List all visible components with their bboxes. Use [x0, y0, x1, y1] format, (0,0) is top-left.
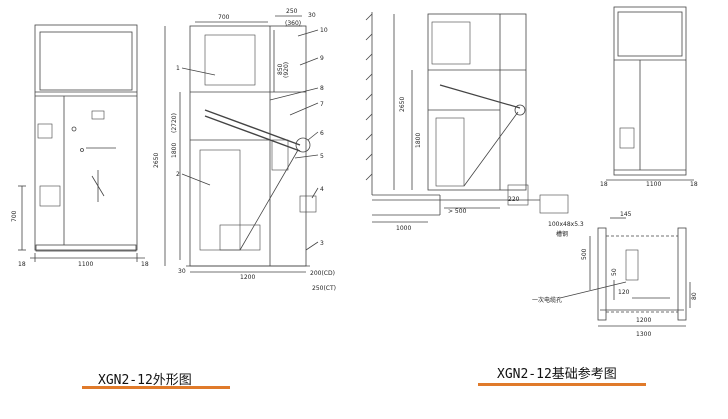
- callout-10: 10: [320, 27, 328, 34]
- plan-1300: 1300: [636, 331, 651, 338]
- side-920: (920): [283, 62, 290, 78]
- right-front-view: [606, 6, 694, 181]
- side-top-30: 30: [308, 12, 316, 19]
- callout-5: 5: [320, 153, 324, 160]
- side-bottom-30: 30: [178, 268, 186, 275]
- section-steel: 100x48x5.3: [548, 221, 584, 228]
- plan-120: 120: [618, 289, 630, 296]
- side-top-250: 250: [286, 8, 298, 15]
- side-2720: (2720): [171, 113, 178, 133]
- right-section-view: [365, 12, 569, 223]
- left-side-view: [164, 15, 319, 273]
- plan-80: 80: [691, 292, 698, 300]
- plan-hole-label: 一次电缆孔: [532, 296, 562, 304]
- side-250ct: 250(CT): [312, 285, 336, 292]
- right-front-side-left: 18: [600, 181, 608, 188]
- side-850: 850: [277, 63, 284, 75]
- plan-1200: 1200: [636, 317, 651, 324]
- section-220: 220: [508, 196, 520, 203]
- section-steel-label: 槽钢: [556, 230, 568, 238]
- callout-4: 4: [320, 186, 324, 193]
- plan-50: 50: [611, 268, 618, 276]
- side-1800: 1800: [171, 143, 178, 158]
- callout-2: 2: [176, 171, 180, 178]
- left-front-side-left: 18: [18, 261, 26, 268]
- right-front-width: 1100: [646, 181, 661, 188]
- side-bottom-1200: 1200: [240, 274, 255, 281]
- left-front-side-right: 18: [141, 261, 149, 268]
- side-2650: 2650: [153, 153, 160, 168]
- section-2650: 2650: [399, 97, 406, 112]
- right-caption-underline: [478, 383, 646, 386]
- plan-500: 500: [581, 248, 588, 260]
- side-200cd: 200(CD): [310, 270, 335, 277]
- callout-3: 3: [320, 240, 324, 247]
- left-caption-underline: [82, 386, 230, 389]
- callout-6: 6: [320, 130, 324, 137]
- callout-8: 8: [320, 85, 324, 92]
- side-top-360: (360): [285, 20, 301, 27]
- left-front-view: [18, 24, 145, 262]
- callout-7: 7: [320, 101, 324, 108]
- section-1000: 1000: [396, 225, 411, 232]
- left-drawing-caption: XGN2-12外形图: [98, 373, 192, 388]
- right-front-side-right: 18: [690, 181, 698, 188]
- left-front-height: 700: [11, 210, 18, 222]
- right-drawing-caption: XGN2-12基础参考图: [497, 367, 617, 382]
- side-top-700: 700: [218, 14, 230, 21]
- section-500: > 500: [448, 208, 467, 215]
- plan-145: 145: [620, 211, 632, 218]
- right-plan-view: [559, 217, 691, 327]
- section-1800: 1800: [415, 133, 422, 148]
- left-front-width: 1100: [78, 261, 93, 268]
- callout-9: 9: [320, 55, 324, 62]
- callout-1: 1: [176, 65, 180, 72]
